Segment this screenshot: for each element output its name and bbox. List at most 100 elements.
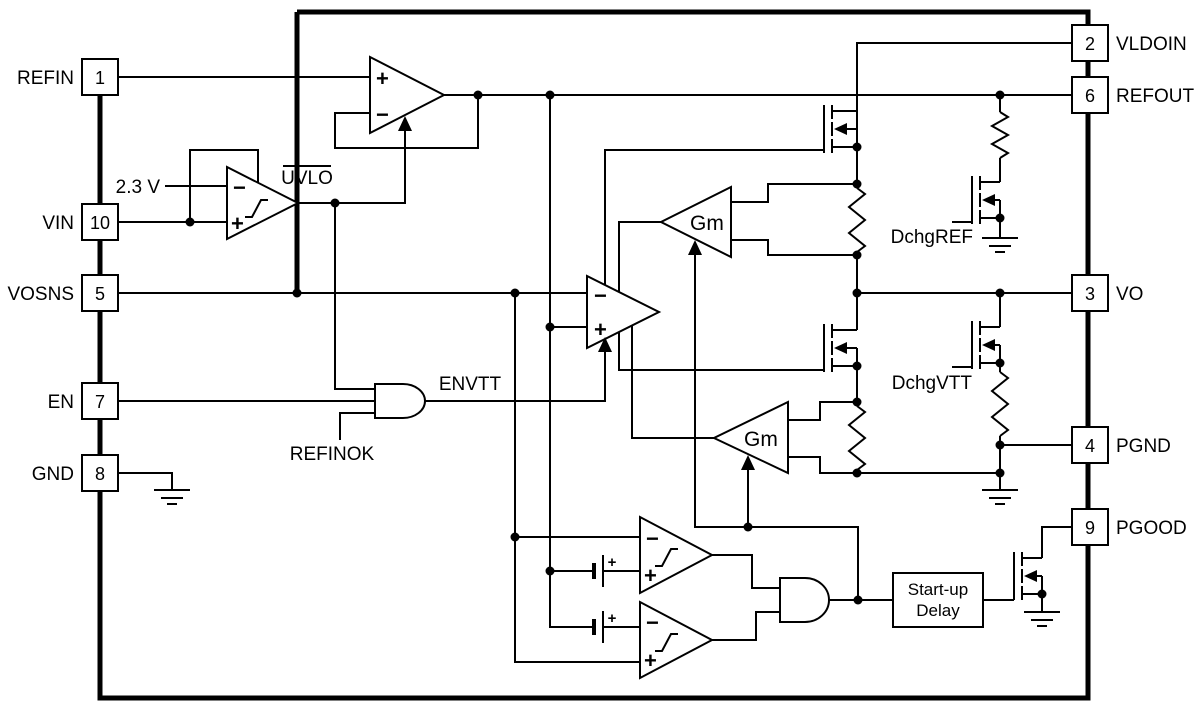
uvlo-label: UVLO [281,165,333,189]
wire-gml-tap-bot [788,456,857,474]
hysteresis-icon [655,633,678,652]
startup-delay-label-1: Start-up [908,580,968,599]
wire-pgcomp2-out [712,611,780,641]
pin-number: 10 [90,213,110,233]
ground-icon [154,489,190,505]
resistor-dchgref [989,111,1011,159]
pin-gnd: 8 GND [32,454,119,492]
envtt-enable-arrow [598,337,612,352]
refinok-label: REFINOK [290,444,375,465]
buffer-minus-sign: − [376,102,389,127]
uvlo-comparator: − + [226,165,301,241]
wire-gmu-tap-top [731,183,857,203]
pin-name: VIN [42,213,74,234]
pin-name: EN [48,392,74,413]
wire-col857-e [856,470,1000,474]
pins-right: 2 VLDOIN 6 REFOUT 3 VO 4 PGND 9 PGOOD [1071,24,1195,546]
pin-name: VO [1116,284,1143,305]
pin-number: 3 [1085,284,1095,304]
pin-en: 7 EN [48,382,119,420]
erroramp-minus-sign: − [594,283,607,308]
pin-pgnd: 4 PGND [1071,426,1171,464]
pg-comparator-high: − + [639,515,715,595]
pin-number: 4 [1085,436,1095,456]
pin-pgood: 9 PGOOD [1071,508,1187,546]
pin-name: VOSNS [7,284,74,305]
gm-amp-source: Gm [658,185,732,259]
gm-label: Gm [690,212,724,235]
resistor-sense-top [847,187,867,253]
gml-enable-arrow [741,455,755,470]
wire-pg-riser [694,254,859,600]
dchgref-fet-icon [952,176,1001,224]
wire-vldoin [856,42,1072,111]
pg-comparator-low: − + [639,600,715,680]
pin-vldoin: 2 VLDOIN [1071,24,1187,62]
pin-name: REFIN [17,68,74,89]
logic-gates [374,383,830,623]
wire-gnd [118,472,173,490]
source-fet-icon [823,105,858,153]
pin-number: 1 [95,68,105,88]
wire-envtt [424,349,606,402]
wire-buffer-feedback [334,95,479,149]
hysteresis-icon [655,548,678,567]
erroramp-plus-sign: + [594,317,607,342]
enable-arrows [398,116,755,470]
pgcomp2-plus-sign: + [644,648,657,673]
battery-plus: + [608,610,617,627]
error-amp: − + [586,274,662,350]
startup-delay-block: Start-up Delay [892,572,984,628]
pin-number: 8 [95,464,105,484]
mosfets [823,105,1043,600]
amplifiers: + − − + − + Gm Gm − + [226,55,789,680]
grounds [154,237,1060,627]
pin-number: 5 [95,284,105,304]
wire-gml-tap-top [788,401,857,421]
pin-name: VLDOIN [1116,34,1187,55]
wire-pgood [1041,526,1072,558]
gm-amp-sink: Gm [711,400,789,475]
ground-icon [982,489,1018,505]
junction-dots [185,90,1047,605]
wire-gate-source-fet [604,149,824,300]
uvlo-plus-sign: + [231,211,244,236]
wire-gmu-tap-bot [731,239,857,256]
wire-refinok [339,412,375,440]
pin-number: 2 [1085,34,1095,54]
pin-name: PGOOD [1116,518,1187,539]
net-labels: 2.3 V UVLO ENVTT REFINOK DchgREF DchgVTT [116,165,973,465]
battery-plus: + [608,554,617,571]
dchgref-label: DchgREF [891,227,973,248]
ground-icon [982,237,1018,253]
pin-number: 9 [1085,518,1095,538]
wire-vosns-sense [514,293,640,663]
enable-and-gate [374,383,426,419]
vref-label: 2.3 V [116,177,161,198]
pin-vosns: 5 VOSNS [7,274,119,312]
pin-vin: 10 VIN [42,203,119,241]
resistor-dchgvtt [990,371,1010,437]
wire-refout-sense [549,95,594,628]
uvlo-minus-sign: − [233,175,246,200]
offset-batteries: + + [592,554,617,643]
pin-vo: 3 VO [1071,274,1143,312]
wire-pgcomp1-out [712,554,780,589]
pins-left: 1 REFIN 10 VIN 5 VOSNS 7 EN 8 GND [7,58,119,492]
pin-name: GND [32,464,74,485]
pgcomp1-minus-sign: − [646,526,659,551]
pin-name: PGND [1116,436,1171,457]
pin-refin: 1 REFIN [17,58,119,96]
wire-uvlo-to-and [334,203,375,390]
dchgvtt-label: DchgVTT [892,373,973,394]
pin-number: 6 [1085,86,1095,106]
pgood-and-gate [779,577,830,623]
buffer-plus-sign: + [376,66,389,91]
dchgvtt-fet-icon [952,321,1001,369]
pgcomp2-minus-sign: − [646,610,659,635]
gmu-enable-arrow [688,240,702,255]
svg-text:UVLO: UVLO [281,168,333,189]
wire-uvlo-hyst-loop [189,149,259,222]
